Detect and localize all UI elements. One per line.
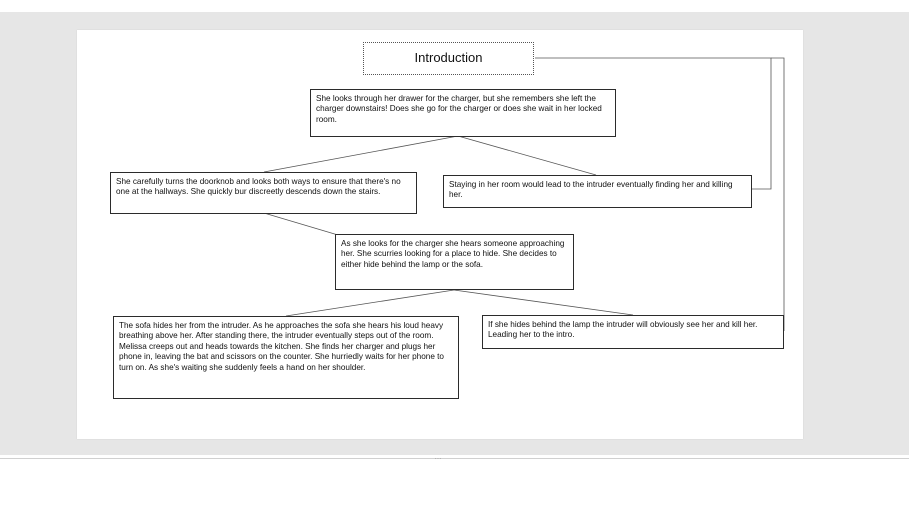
node-lamp-text: If she hides behind the lamp the intrude… [488,320,758,340]
node-sofa-text: The sofa hides her from the intruder. As… [119,321,444,372]
connector-drawer-doorknob [263,135,459,173]
status-divider [0,458,909,459]
node-hears-text: As she looks for the charger she hears s… [341,239,565,269]
connector-hears-sofa [285,289,455,317]
node-drawer-text: She looks through her drawer for the cha… [316,94,602,124]
node-lamp[interactable]: If she hides behind the lamp the intrude… [482,315,784,349]
connector-drawer-stay [457,135,597,176]
resize-grip[interactable]: ··· [434,455,442,463]
node-stay[interactable]: Staying in her room would lead to the in… [443,175,752,208]
node-hears[interactable]: As she looks for the charger she hears s… [335,234,574,290]
node-stay-text: Staying in her room would lead to the in… [449,180,733,200]
node-introduction-label: Introduction [414,50,483,65]
node-doorknob-text: She carefully turns the doorknob and loo… [116,177,401,197]
node-sofa[interactable]: The sofa hides her from the intruder. As… [113,316,459,399]
connector-hears-lamp [453,289,634,316]
node-doorknob[interactable]: She carefully turns the doorknob and loo… [110,172,417,214]
connector-lamp-intro [771,57,785,331]
node-drawer[interactable]: She looks through her drawer for the cha… [310,89,616,137]
connector-doorknob-hears [263,212,339,236]
connector-stay-intro [535,57,772,190]
node-introduction[interactable]: Introduction [363,42,534,75]
